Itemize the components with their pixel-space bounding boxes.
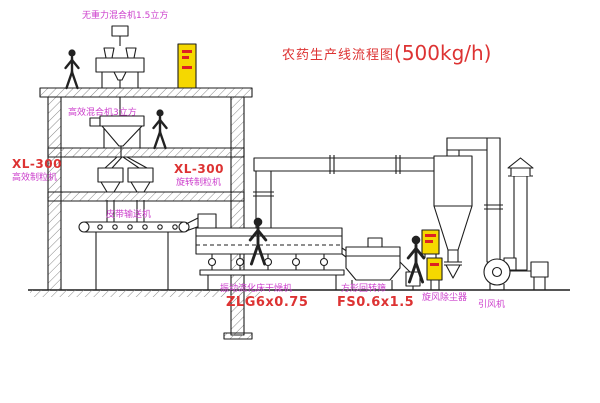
square-sieve [345,237,421,290]
label-xl300-right: XL-300 [174,162,224,176]
label-granulator-right: 旋转制粒机 [176,178,222,188]
mixer-top [95,47,145,116]
hoist [111,25,129,46]
granulators [97,156,154,222]
label-granulator-left: 高效制粒机 [12,173,58,183]
label-sieve-model: FS0.6x1.5 [337,295,415,310]
title-text: 农药生产线流程图 [282,48,395,63]
induced-draft-fan [483,157,549,290]
cyclone-separator [433,137,503,279]
label-xl300-left: XL-300 [12,157,62,171]
label-sieve: 方形回转筛 [341,284,387,294]
label-mixer2: 高效混合机3立方 [68,108,137,118]
title-capacity: (500kg/h) [394,41,492,65]
belt-conveyor [78,216,201,290]
label-fan: 引风机 [478,300,506,310]
label-conveyor: 皮带输送机 [106,210,152,220]
ground-line [28,289,570,297]
mixer-second-floor [89,115,145,157]
diagram-title: 农药生产线流程图(500kg/h) [282,41,492,65]
fluid-bed-dryer [195,155,439,290]
person-top-floor [64,48,80,90]
label-top-mixer: 无重力混合机1.5立方 [82,11,169,21]
control-cabinet-top [177,43,197,89]
control-cabinet-right [421,229,443,290]
label-cyclone: 旋风除尘器 [422,293,468,303]
label-dryer: 振动流化床干燥机 [220,284,293,294]
label-dryer-model: ZLG6x0.75 [226,295,309,310]
person-second-floor [152,108,168,150]
